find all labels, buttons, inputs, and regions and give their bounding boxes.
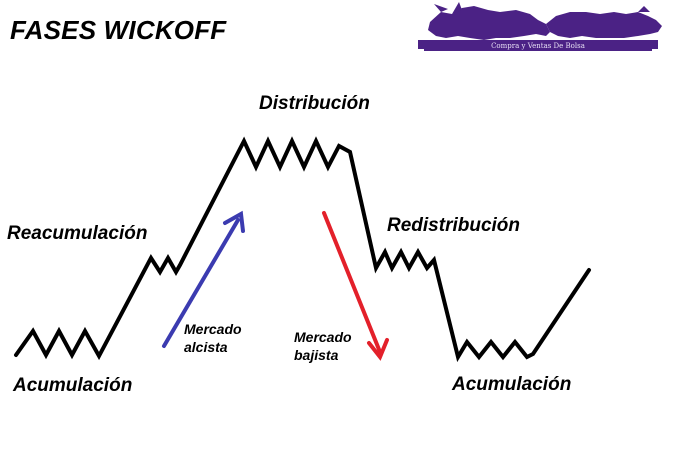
- logo-caption: Compra y Ventas De Bolsa: [491, 42, 585, 50]
- phase-label-reaccumulation: Reacumulación: [7, 223, 148, 244]
- market-label-bullish: Mercado alcista: [184, 321, 242, 356]
- page-title: FASES WICKOFF: [10, 15, 227, 45]
- market-label-bearish-line1: Mercado: [294, 329, 352, 345]
- market-label-bearish: Mercado bajista: [294, 329, 352, 364]
- phase-label-redistribution: Redistribución: [387, 215, 521, 236]
- bull-bear-logo-icon: [418, 2, 662, 51]
- market-label-bullish-line2: alcista: [184, 338, 228, 355]
- bearish-arrow-icon: [322, 211, 389, 361]
- phase-label-distribution: Distribución: [259, 93, 370, 114]
- phase-label-accumulation-2: Acumulación: [452, 374, 572, 395]
- bullish-arrow-icon: [162, 210, 245, 348]
- price-path-line: [14, 136, 591, 363]
- market-label-bearish-line2: bajista: [294, 346, 339, 363]
- phase-label-accumulation-1: Acumulación: [13, 375, 133, 396]
- market-label-bullish-line1: Mercado: [184, 321, 242, 337]
